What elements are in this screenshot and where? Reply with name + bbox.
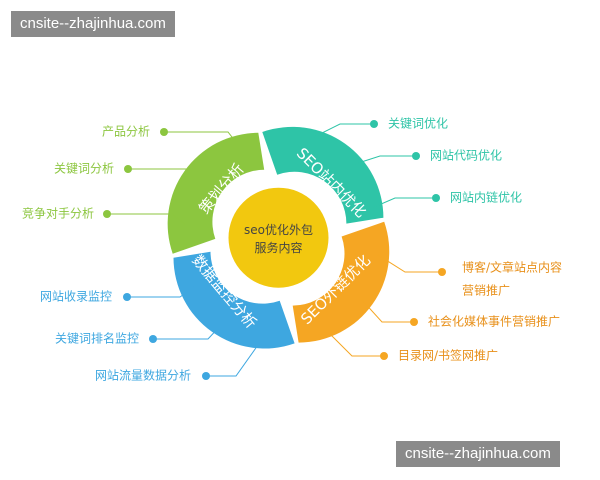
connector-line <box>128 168 211 191</box>
callout-dot <box>202 372 210 380</box>
connector-line <box>307 123 374 141</box>
connector-line <box>377 254 442 273</box>
callout-dot <box>149 335 157 343</box>
callout-dot <box>412 152 420 160</box>
callout-dot <box>124 165 132 173</box>
connector-line <box>164 131 251 161</box>
callout-monitoring-2: 关键词排名监控 <box>55 331 139 346</box>
callout-dot <box>370 120 378 128</box>
callout-offsite-1: 博客/文章站点内容 <box>462 260 562 275</box>
callout-onsite-1: 关键词优化 <box>388 117 448 131</box>
connector-line <box>153 323 223 340</box>
callout-offsite-2: 营销推广 <box>462 284 510 298</box>
callout-dot <box>410 318 418 326</box>
callout-dot <box>432 194 440 202</box>
connector-line <box>127 286 195 298</box>
segment-onsite <box>262 126 384 224</box>
callout-dot <box>160 128 168 136</box>
callout-monitoring-3: 网站流量数据分析 <box>95 368 191 383</box>
center-circle <box>228 187 329 288</box>
connector-line <box>329 333 384 357</box>
segment-monitoring <box>173 251 295 349</box>
callout-dot <box>123 293 131 301</box>
callout-onsite-3: 网站内链优化 <box>450 190 522 205</box>
connector-line <box>206 344 259 377</box>
callout-monitoring-1: 网站收录监控 <box>40 290 112 304</box>
segment-offsite <box>292 221 390 343</box>
center-subtitle: 服务内容 <box>254 240 302 255</box>
callout-offsite-3: 社会化媒体事件营销推广 <box>428 314 560 329</box>
callout-planning-3: 竞争对手分析 <box>22 207 94 221</box>
segment-planning <box>167 132 265 254</box>
callout-planning-2: 关键词分析 <box>54 162 114 176</box>
connector-line <box>351 155 416 166</box>
watermark-top: cnsite--zhajinhua.com <box>11 11 175 37</box>
callout-dot <box>438 268 446 276</box>
callout-offsite-4: 目录网/书签网推广 <box>398 348 498 363</box>
callout-dot <box>103 210 111 218</box>
connector-line <box>107 213 187 226</box>
connector-line <box>361 299 414 323</box>
callout-onsite-2: 网站代码优化 <box>430 149 502 163</box>
watermark-bottom: cnsite--zhajinhua.com <box>396 441 560 467</box>
callout-dot <box>380 352 388 360</box>
center-title: seo优化外包 <box>244 223 313 237</box>
connector-line <box>371 197 436 209</box>
callout-planning-1: 产品分析 <box>102 125 150 139</box>
